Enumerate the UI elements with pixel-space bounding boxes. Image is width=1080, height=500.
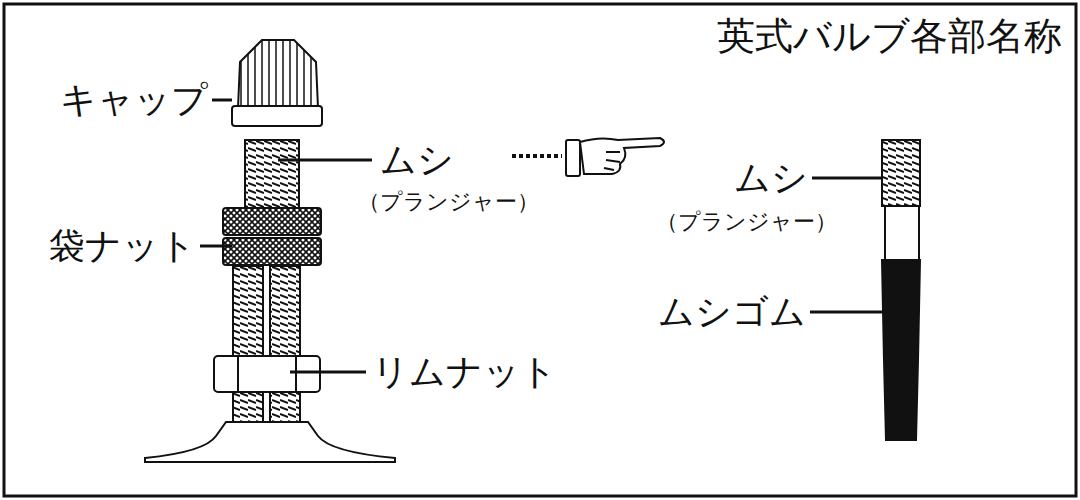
valve-core <box>882 140 920 440</box>
part-label: リムナット <box>372 352 557 392</box>
part-label: 袋ナット <box>49 226 196 266</box>
sub-label: （プランジャー） <box>656 210 837 234</box>
part-label: ムシゴム <box>658 292 806 332</box>
part-label: キャップ <box>60 80 208 120</box>
frame <box>4 4 1076 496</box>
part-label: ムシ <box>380 140 454 180</box>
part-label: ムシ <box>734 158 808 198</box>
pointing-hand <box>566 138 664 176</box>
dotted-pointer <box>512 154 562 158</box>
title: 英式バルブ各部名称 <box>717 16 1062 58</box>
leader-lines <box>200 100 884 372</box>
sub-label: （プランジャー） <box>358 190 539 214</box>
